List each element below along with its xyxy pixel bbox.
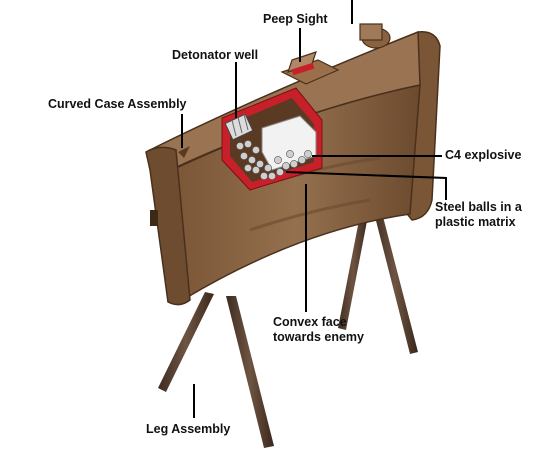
label-peep-sight-text: Peep Sight [263,12,328,26]
peep-sight [280,51,340,85]
steel-balls [236,140,312,180]
case-arrow-mark [178,146,190,158]
leg-front-left [158,292,214,392]
label-curved-case-assembly: Curved Case Assembly [48,97,187,112]
top-fitting [359,23,391,49]
leg-back-right-2 [338,215,368,330]
leg-front-right [226,296,274,448]
label-c4-explosive: C4 explosive [445,148,521,163]
label-steel-balls-line2: plastic matrix [435,215,516,229]
label-detonator-well-text: Detonator well [172,48,259,62]
label-steel-balls-line1: Steel balls in a [435,200,522,214]
face-emboss-2 [249,198,371,232]
label-leg-text: Leg Assembly [146,422,231,436]
label-curved-case-text: Curved Case Assembly [48,97,187,111]
label-convex-line2: towards enemy [273,330,365,344]
cutaway-section [221,87,323,191]
leg-assembly [158,205,418,448]
fitting-block [359,23,383,41]
label-convex-face: Convex face towards enemy [273,315,364,345]
leg-back-right [372,205,418,354]
label-leg-assembly: Leg Assembly [146,422,230,437]
leader-steel-balls [285,171,447,200]
label-c4-text: C4 explosive [445,148,522,162]
thread-line-1 [231,119,237,137]
case-left-end [145,146,191,306]
thread-line-2 [237,116,243,134]
label-steel-balls: Steel balls in a plastic matrix [435,200,522,230]
detonator-well [224,113,254,141]
label-convex-line1: Convex face [273,315,347,329]
label-peep-sight: Peep Sight [263,12,328,27]
case-slot [150,210,158,226]
peep-sight-red-edge [291,62,315,76]
thread-line-3 [243,113,249,131]
leader-lines [181,0,447,418]
label-detonator-well: Detonator well [172,48,258,63]
